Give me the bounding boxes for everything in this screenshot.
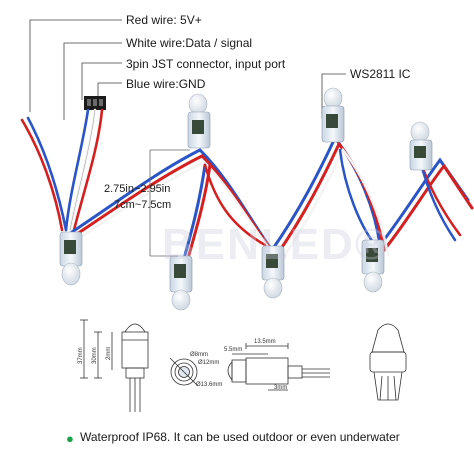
jst-connector [84, 96, 106, 110]
connector-3d-sketch [369, 323, 407, 401]
tech-drawing-side [80, 319, 149, 412]
ic-label: WS2811 IC [350, 67, 411, 81]
white-wire-label: White wire:Data / signal [126, 36, 253, 50]
dim-height-total: 37mm [78, 347, 84, 364]
dim-d136: Ø13.6mm [196, 382, 223, 388]
dim-height-body: 30mm [92, 347, 98, 364]
led-node-5 [321, 87, 345, 143]
red-wire-label: Red wire: 5V+ [126, 13, 202, 27]
dim-len3: 3mm [274, 385, 288, 391]
led-node-6 [361, 239, 385, 293]
spacing-inches-label: 2.75in~2.95in [104, 183, 171, 195]
dim-d8: Ø8mm [190, 352, 208, 358]
connector-label: 3pin JST connector, input port [126, 57, 286, 71]
blue-wire-label: Blue wire:GND [126, 77, 206, 91]
spacing-bracket [149, 149, 190, 257]
led-node-1 [59, 231, 83, 286]
led-node-7 [409, 121, 433, 171]
dim-d12: Ø12mm [198, 360, 220, 366]
green-bullet-icon: ● [66, 431, 74, 446]
input-wires [20, 108, 104, 232]
footer-waterproof-text: Waterproof IP68. It can be used outdoor … [80, 430, 400, 444]
dim-width-small: 2mm [106, 346, 112, 360]
led-node-3 [169, 255, 193, 311]
led-node-2 [187, 93, 211, 149]
tech-drawing-profile [227, 343, 330, 391]
spacing-cm-label: 7cm~7.5cm [114, 199, 172, 211]
led-node-4 [261, 245, 285, 299]
tech-drawing-front [169, 357, 199, 387]
dim-len135: 13.5mm [254, 339, 276, 345]
callout-lines [29, 19, 346, 120]
dim-len55: 5.5mm [224, 347, 243, 353]
watermark: BENLED® [162, 220, 390, 269]
